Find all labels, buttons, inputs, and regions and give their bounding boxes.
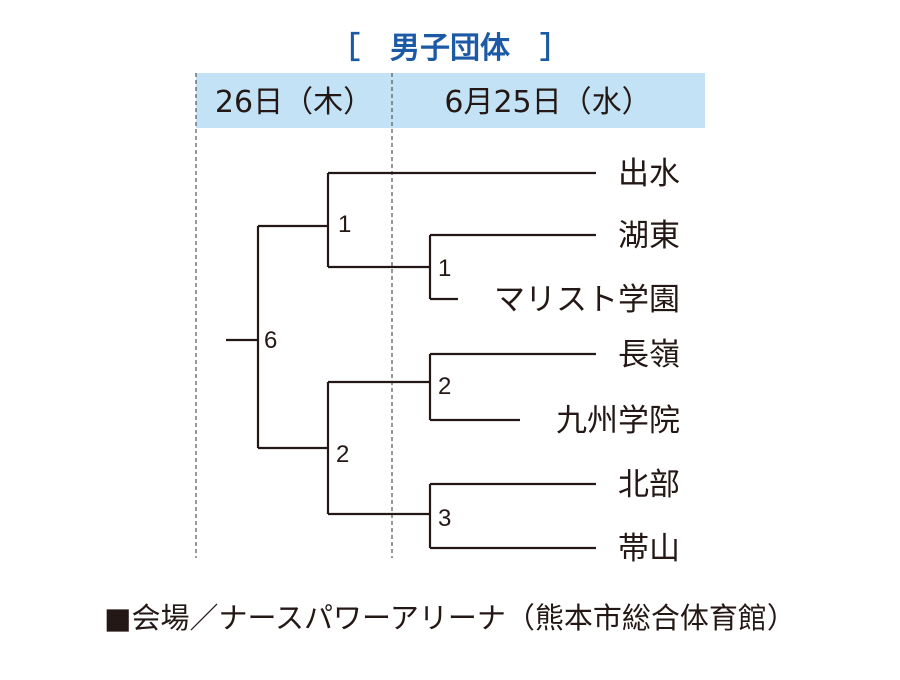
date-band: [196, 73, 705, 128]
team-name: マリスト学園: [494, 282, 680, 318]
team-name: 出水: [618, 156, 680, 192]
date-day2: 26日（木）: [215, 85, 373, 120]
team-name: 九州学院: [556, 403, 680, 439]
team-name: 湖東: [618, 218, 680, 254]
match-number-final: 6: [264, 327, 277, 354]
bracket-title: ［ 男子団体 ］: [330, 31, 570, 66]
match-number-r1: 1: [438, 255, 451, 282]
venue-note: ■会場／ナースパワーアリーナ（熊本市総合体育館）: [104, 601, 796, 635]
team-name: 長嶺: [618, 337, 680, 373]
match-number-sf1: 1: [338, 211, 351, 238]
match-number-qf2: 2: [438, 373, 451, 400]
match-number-sf2: 2: [336, 441, 349, 468]
bracket-lines: [226, 171, 596, 550]
team-name: 帯山: [618, 531, 680, 567]
date-day1: 6月25日（水）: [444, 85, 651, 120]
team-name: 北部: [618, 467, 680, 503]
match-number-qf3: 3: [438, 505, 451, 532]
